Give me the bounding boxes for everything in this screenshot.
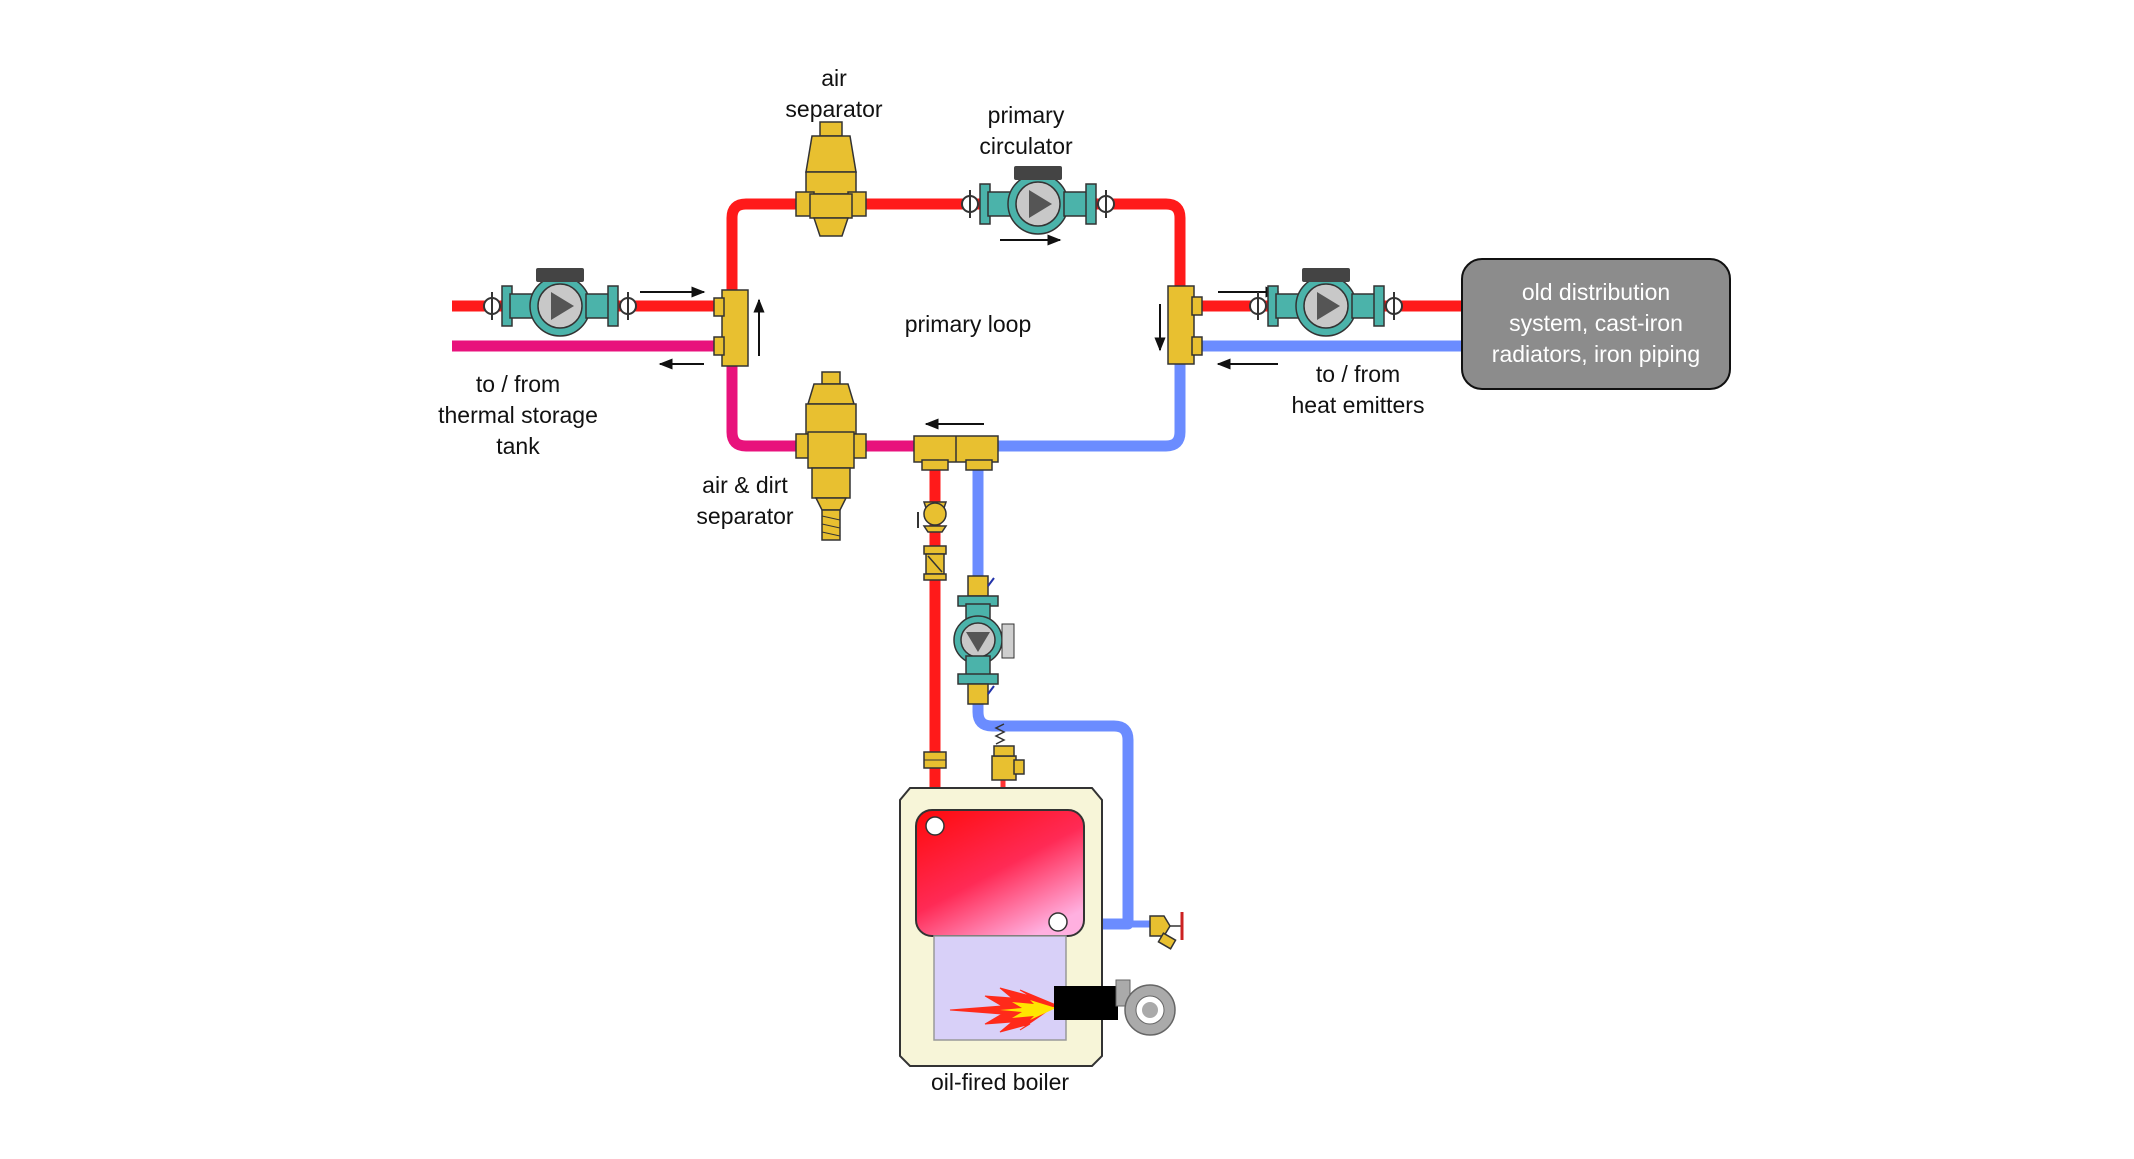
label-air-dirt-separator-1: air & dirt	[702, 472, 788, 498]
oil-fired-boiler	[899, 787, 1176, 1067]
label-storage-2: thermal storage	[438, 402, 598, 428]
old-distribution-panel	[1461, 258, 1731, 390]
boiler-supply-valves	[917, 501, 948, 769]
flow-arrows	[640, 234, 1280, 430]
primary-circulator	[961, 166, 1115, 235]
label-primary-circulator-1: primary	[988, 102, 1065, 128]
boiler-tees	[913, 435, 999, 471]
labels: air separator primary circulator primary…	[438, 65, 1700, 1095]
label-emitters-2: heat emitters	[1292, 392, 1425, 418]
label-old-distribution-3: radiators, iron piping	[1492, 341, 1700, 367]
label-air-separator-2: separator	[785, 96, 883, 122]
label-old-distribution-1: old distribution	[1522, 279, 1670, 305]
boiler-return-pipe	[972, 462, 1134, 930]
closely-spaced-tees-right	[1167, 285, 1203, 365]
label-air-dirt-separator-2: separator	[696, 503, 794, 529]
burner-body	[1054, 986, 1118, 1020]
boiler-drain-valve	[1149, 912, 1184, 950]
relief-valve	[991, 723, 1025, 781]
boiler-circulator	[953, 575, 1015, 705]
label-storage-1: to / from	[476, 371, 560, 397]
emitter-circulator	[1249, 268, 1403, 337]
label-air-separator-1: air	[821, 65, 847, 91]
label-boiler: oil-fired boiler	[931, 1069, 1069, 1095]
label-primary-circulator-2: circulator	[979, 133, 1073, 159]
storage-circulator	[483, 268, 637, 337]
label-storage-3: tank	[496, 433, 540, 459]
label-primary-loop: primary loop	[905, 311, 1032, 337]
closely-spaced-tees-left	[713, 289, 749, 367]
air-dirt-separator	[795, 371, 867, 541]
label-old-distribution-2: system, cast-iron	[1509, 310, 1683, 336]
air-separator	[795, 121, 867, 237]
primary-loop-supply-pipe	[726, 198, 1186, 312]
label-emitters-1: to / from	[1316, 361, 1400, 387]
primary-loop-left-return-pipe	[726, 350, 935, 452]
primary-loop-return-pipe	[982, 350, 1186, 452]
